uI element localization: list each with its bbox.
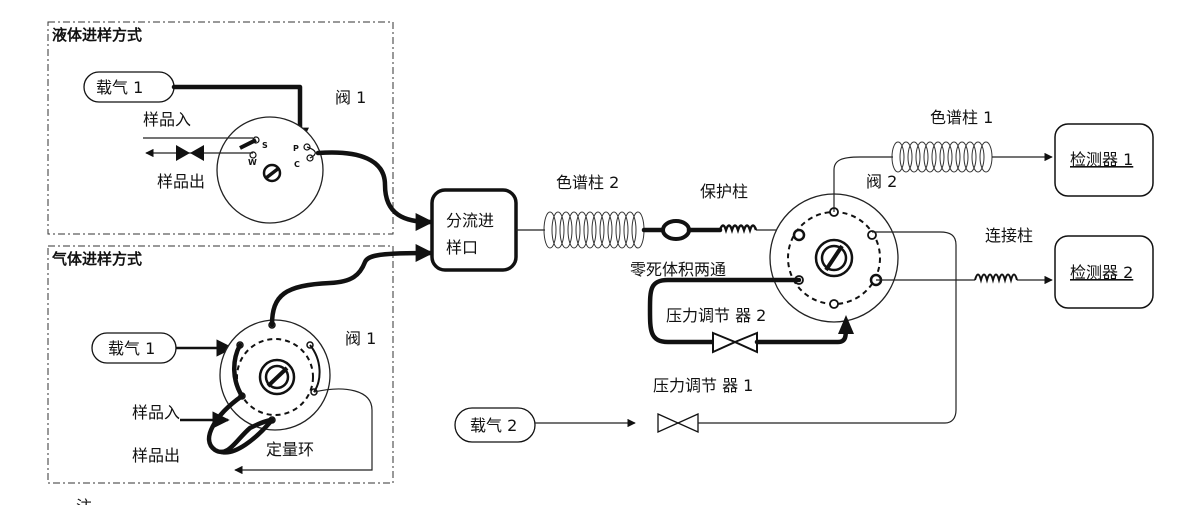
gas-section-box [47,245,394,484]
split-inlet-box [430,188,518,272]
gas-loop-path [206,393,275,455]
gas-valve-internal-path [232,342,245,399]
zero-dead-volume-union [661,219,691,241]
gas-sample-in-label: 样品入 [132,403,180,422]
reg1-label: 压力调节 器 1 [653,376,753,395]
liquid-sample-valve-icon [176,145,204,161]
valve2-to-column1-line [833,156,893,212]
carrier2-to-valve2-line [698,231,957,424]
valve2-label: 阀 2 [866,172,897,191]
guard-column-label: 保护柱 [700,182,748,201]
liquid-to-inlet-line [315,150,434,231]
union-label: 零死体积两通 [630,260,726,279]
reg2-valve-icon [712,331,758,354]
column1-coil [891,141,993,173]
column2-coil [543,211,645,249]
footer-partial-text: …注_ [60,497,101,505]
split-inlet-label-line2: 样口 [446,238,478,257]
column1-label: 色谱柱 1 [930,108,993,127]
liquid-port-s-label: S [262,141,268,150]
liquid-section-box [47,21,394,235]
detector1-label: 检测器 1 [1070,150,1133,169]
link-column-label: 连接柱 [985,226,1033,245]
carrier2-label: 载气 2 [470,416,517,435]
gas-section-title: 气体进样方式 [51,250,142,268]
split-inlet-label-line1: 分流进 [446,211,494,230]
reg1-valve-icon [657,412,699,434]
link-column-coil [974,273,1018,284]
liquid-sample-out-label: 样品出 [157,172,205,191]
liquid-sample-in-label: 样品入 [143,110,191,129]
guard-column-coil [718,224,758,234]
liquid-section-title: 液体进样方式 [52,26,142,44]
liquid-carrier-label: 载气 1 [96,78,143,97]
gas-sample-out-label: 样品出 [132,446,180,465]
gas-loop-label: 定量环 [266,440,314,459]
gas-valve-label: 阀 1 [345,329,376,348]
detector2-label: 检测器 2 [1070,263,1133,282]
liquid-port-w-label: W [248,158,257,167]
reg2-label: 压力调节 器 2 [666,306,766,325]
gas-carrier-label: 载气 1 [108,339,155,358]
detector2-box [1054,235,1154,309]
gas-to-inlet-line [269,244,434,328]
reg2-loop-line [647,277,802,345]
carrier2-box [454,407,536,443]
liquid-valve-label: 阀 1 [335,88,366,107]
liquid-port-c-label: C [294,160,300,169]
gas-sample-out-line [234,388,373,475]
detector1-box [1054,123,1154,197]
liquid-carrier-line [171,84,309,146]
column2-label: 色谱柱 2 [556,173,619,192]
liquid-port-p-label: P [293,144,299,153]
